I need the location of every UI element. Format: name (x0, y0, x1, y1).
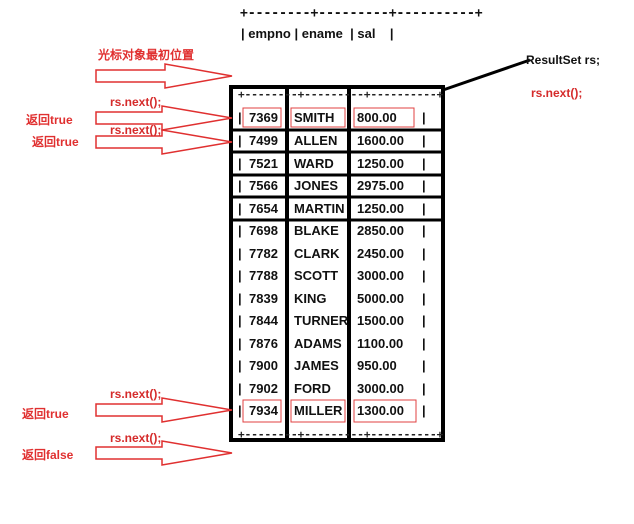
highlight-cell (353, 399, 417, 423)
rs-next-label-2: rs.next(); (110, 123, 162, 137)
row-pipe: | (238, 381, 242, 396)
cell-empno: 7782 (249, 246, 278, 261)
cell-ename: SMITH (294, 110, 335, 125)
cell-empno: 7521 (249, 156, 278, 171)
cell-sal: 3000.00 (357, 268, 404, 283)
resultset-pointer-line (442, 58, 531, 92)
cell-sal: 2450.00 (357, 246, 404, 261)
cell-empno: 7698 (249, 223, 278, 238)
cell-sal: 3000.00 (357, 381, 404, 396)
row-pipe: | (238, 178, 242, 193)
cursor-initial-label: 光标对象最初位置 (98, 48, 195, 62)
row-pipe: | (422, 110, 426, 125)
row-pipe: | (422, 268, 426, 283)
cell-ename: ALLEN (294, 133, 338, 148)
cell-sal: 800.00 (357, 110, 397, 125)
table-border-top: +--------+---------+----------+ (238, 88, 444, 101)
return-true-label-3: 返回true (22, 407, 69, 421)
cell-ename: KING (294, 291, 327, 306)
row-pipe: | (238, 268, 242, 283)
resultset-label: ResultSet rs; (526, 53, 601, 67)
row-pipe: | (238, 223, 242, 238)
row-pipe: | (422, 246, 426, 261)
row-pipe: | (238, 110, 242, 125)
row-pipe: | (238, 313, 242, 328)
return-false-label: 返回false (22, 448, 74, 462)
cell-ename: WARD (294, 156, 334, 171)
cell-sal: 1100.00 (357, 336, 404, 351)
row-pipe: | (422, 133, 426, 148)
row-pipe: | (422, 403, 426, 418)
arrow-rs-next-4 (95, 440, 233, 466)
cell-ename: JONES (294, 178, 339, 193)
cell-empno: 7654 (249, 201, 278, 216)
resultset-next-label: rs.next(); (531, 86, 583, 100)
row-pipe: | (238, 291, 242, 306)
cell-sal: 2850.00 (357, 223, 404, 238)
row-pipe: | (422, 381, 426, 396)
resultset-frame (229, 85, 445, 442)
highlight-cell (290, 107, 346, 128)
cell-ename: MARTIN (294, 201, 345, 216)
highlight-cell (242, 399, 282, 423)
cell-sal: 950.00 (357, 358, 397, 373)
cell-empno: 7902 (249, 381, 278, 396)
cell-sal: 1250.00 (357, 156, 404, 171)
arrow-rs-next-2 (95, 129, 233, 155)
return-true-label-1: 返回true (26, 113, 73, 127)
cell-ename: FORD (294, 381, 331, 396)
row-pipe: | (238, 403, 242, 418)
cell-empno: 7369 (249, 110, 278, 125)
highlight-cell (353, 107, 415, 128)
row-pipe: | (422, 223, 426, 238)
cell-ename: CLARK (294, 246, 340, 261)
cell-sal: 2975.00 (357, 178, 404, 193)
cell-empno: 7876 (249, 336, 278, 351)
cell-empno: 7788 (249, 268, 278, 283)
cell-sal: 1250.00 (357, 201, 404, 216)
cell-empno: 7844 (249, 313, 278, 328)
row-pipe: | (238, 133, 242, 148)
row-pipe: | (422, 358, 426, 373)
row-pipe: | (238, 246, 242, 261)
row-pipe: | (422, 291, 426, 306)
row-pipe: | (422, 336, 426, 351)
row-pipe: | (238, 156, 242, 171)
arrow-rs-next-1 (95, 105, 233, 131)
cell-ename: ADAMS (294, 336, 342, 351)
rs-next-label-1: rs.next(); (110, 95, 162, 109)
cell-ename: SCOTT (294, 268, 339, 283)
row-pipe: | (238, 358, 242, 373)
cell-empno: 7839 (249, 291, 278, 306)
cell-ename: TURNER (294, 313, 349, 328)
cell-sal: 1300.00 (357, 403, 404, 418)
cell-empno: 7900 (249, 358, 278, 373)
cell-empno: 7934 (249, 403, 278, 418)
row-pipe: | (422, 156, 426, 171)
arrow-cursor-initial (95, 63, 233, 89)
header-columns: | empno | ename | sal | (241, 26, 394, 41)
cell-ename: MILLER (294, 403, 343, 418)
highlight-cell (242, 107, 282, 128)
row-pipe: | (422, 313, 426, 328)
row-pipe: | (238, 201, 242, 216)
highlight-cell (290, 399, 346, 423)
row-pipe: | (422, 201, 426, 216)
cell-empno: 7566 (249, 178, 278, 193)
cell-ename: JAMES (294, 358, 339, 373)
table-border-bottom: +--------+---------+----------+ (238, 428, 444, 441)
return-true-label-2: 返回true (32, 135, 79, 149)
header-border-top: +--------+---------+----------+ (240, 6, 483, 21)
rs-next-label-4: rs.next(); (110, 431, 162, 445)
cell-sal: 5000.00 (357, 291, 404, 306)
row-pipe: | (422, 178, 426, 193)
cell-empno: 7499 (249, 133, 278, 148)
rs-next-label-3: rs.next(); (110, 387, 162, 401)
cell-ename: BLAKE (294, 223, 339, 238)
cell-sal: 1500.00 (357, 313, 404, 328)
row-pipe: | (238, 336, 242, 351)
arrow-rs-next-3 (95, 397, 233, 423)
cell-sal: 1600.00 (357, 133, 404, 148)
